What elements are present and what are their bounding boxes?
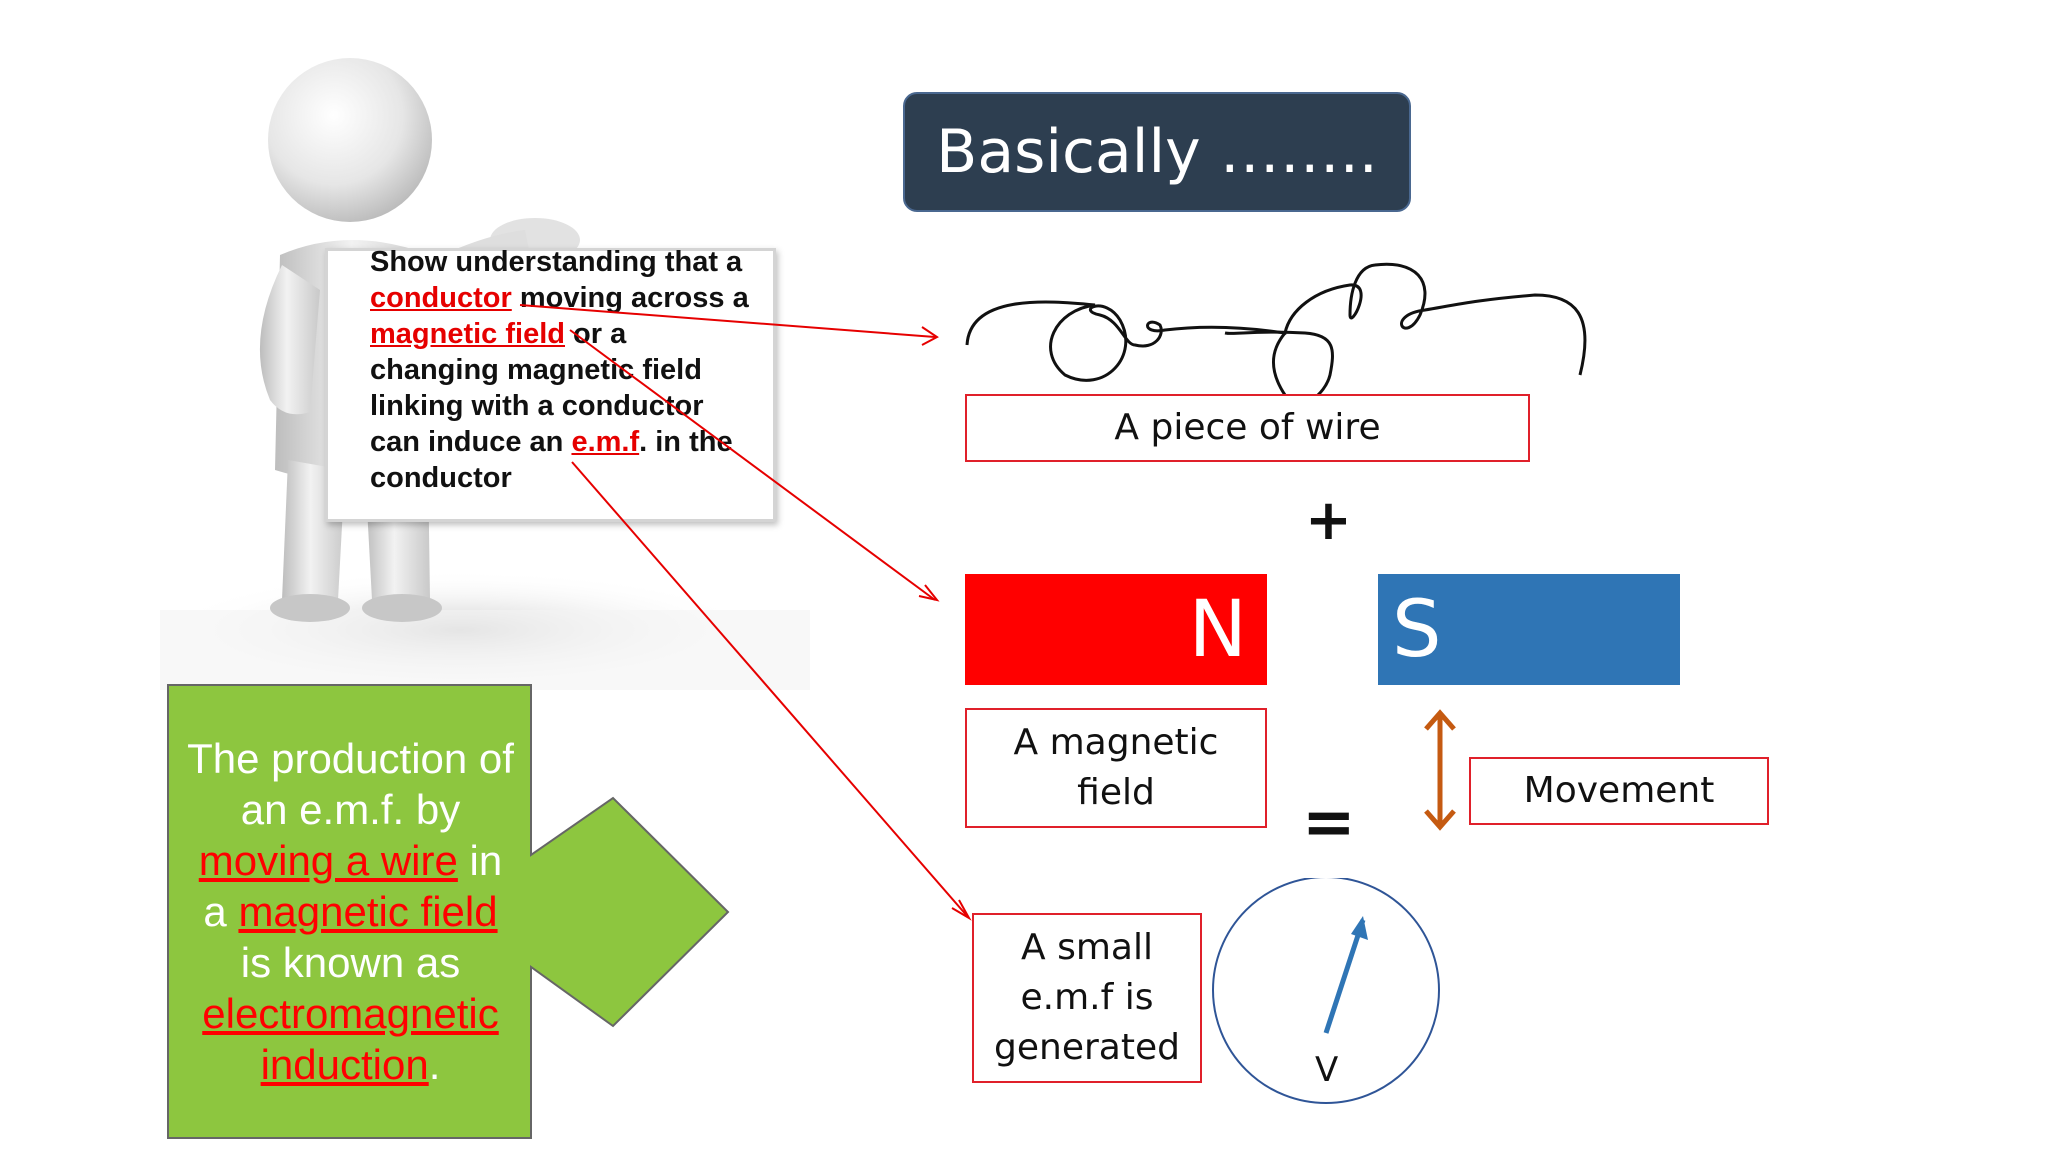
definition-line: electromagnetic	[168, 988, 533, 1039]
sign-line-6-post: . in the	[639, 426, 733, 458]
definition-line-2: an e.m.f. by	[240, 786, 461, 833]
definition-text: The production of an e.m.f. by moving a …	[168, 733, 533, 1090]
definition-line-4-pre: a	[203, 888, 239, 935]
moving-wire-keyword: moving a wire	[198, 837, 458, 884]
definition-line: a magnetic field	[168, 886, 533, 937]
sign-line: magnetic field or a	[370, 316, 770, 352]
movement-arrow-icon	[1424, 709, 1456, 831]
wire-label: A piece of wire	[965, 394, 1530, 462]
pointer-arrow-field	[569, 329, 936, 601]
sign-board	[325, 248, 776, 522]
conductor-keyword: conductor	[370, 282, 512, 314]
equals-sign: =	[1302, 786, 1356, 860]
sign-line: Show understanding that a	[370, 244, 770, 280]
voltmeter-icon	[1212, 878, 1440, 1104]
magnetic-field-keyword-2: magnetic field	[238, 888, 498, 935]
emf-label-line-1: A small	[1021, 927, 1153, 968]
definition-line-3-post: in	[457, 837, 503, 884]
sign-line-6-pre: can induce an	[370, 426, 572, 458]
magnetic-field-keyword: magnetic field	[370, 318, 565, 350]
magnet-north-pole: N	[965, 574, 1267, 685]
south-pole-label: S	[1392, 584, 1442, 675]
sign-line-1: Show understanding that a	[370, 246, 743, 278]
definition-line: induction.	[168, 1039, 533, 1090]
emf-label-line-2: e.m.f is	[1020, 977, 1154, 1018]
definition-line: moving a wire in	[168, 835, 533, 886]
magnetic-field-label: A magnetic field	[965, 708, 1267, 828]
emf-label-line-3: generated	[994, 1027, 1180, 1068]
induction-keyword: induction	[260, 1041, 429, 1088]
sign-line-5: linking with a conductor	[370, 390, 704, 422]
definition-line-5: is known as	[240, 939, 461, 986]
wire-label-text: A piece of wire	[1114, 407, 1381, 448]
field-label-line-1: A magnetic	[1013, 722, 1219, 763]
definition-line-1: The production of	[187, 735, 514, 782]
green-arrow-icon	[167, 684, 730, 1139]
north-pole-label: N	[1188, 584, 1247, 675]
voltmeter-label: V	[1315, 1050, 1339, 1090]
title-box: Basically ……..	[903, 92, 1411, 212]
movement-label-text: Movement	[1523, 770, 1715, 811]
plus-sign: +	[1305, 488, 1352, 553]
sign-line-7: conductor	[370, 462, 512, 494]
wire-icon	[965, 262, 1587, 405]
field-label-line-2: field	[1077, 772, 1155, 813]
sign-text: Show understanding that a conductor movi…	[370, 244, 770, 496]
page-title: Basically ……..	[936, 117, 1378, 187]
sign-line: can induce an e.m.f. in the	[370, 424, 770, 460]
pointer-arrow-wire	[519, 304, 936, 338]
electromagnetic-keyword: electromagnetic	[202, 990, 499, 1037]
magnet-south-pole: S	[1378, 574, 1680, 685]
sign-line-4: changing magnetic field	[370, 354, 702, 386]
definition-line-7-post: .	[428, 1041, 441, 1088]
pointer-arrow-emf	[571, 461, 969, 918]
sign-line-3: or a	[565, 318, 627, 350]
emf-keyword: e.m.f	[571, 426, 640, 458]
emf-label: A small e.m.f is generated	[972, 913, 1202, 1083]
movement-label: Movement	[1469, 757, 1769, 825]
